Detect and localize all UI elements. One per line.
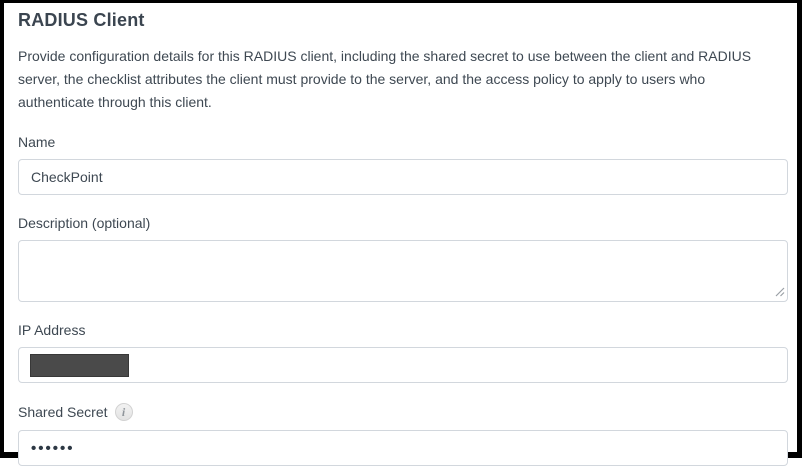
intro-paragraph: Provide configuration details for this R… xyxy=(18,45,788,114)
shared-secret-label: Shared Secret xyxy=(18,404,108,420)
textarea-resize-handle-icon[interactable] xyxy=(774,286,785,297)
name-input[interactable] xyxy=(18,159,788,195)
page-title: RADIUS Client xyxy=(18,10,145,30)
name-label: Name xyxy=(18,134,56,150)
ip-address-input[interactable] xyxy=(18,347,788,383)
ip-address-label: IP Address xyxy=(18,322,86,338)
redacted-ip-value xyxy=(30,353,129,377)
description-label: Description (optional) xyxy=(18,215,151,231)
name-field-row xyxy=(18,159,788,195)
intro-line-2: server, the checklist attributes the cli… xyxy=(18,71,706,87)
shared-secret-field-row xyxy=(18,430,788,466)
ip-address-field-row xyxy=(18,347,788,383)
intro-line-1: Provide configuration details for this R… xyxy=(18,48,752,64)
info-icon[interactable]: i xyxy=(114,403,133,421)
description-field-row xyxy=(18,240,788,302)
shared-secret-input[interactable] xyxy=(18,430,788,466)
radius-client-form: RADIUS Client Provide configuration deta… xyxy=(4,3,797,466)
description-textarea[interactable] xyxy=(18,240,788,302)
shared-secret-label-row: Shared Secret i xyxy=(18,403,788,421)
intro-line-3: authenticate through this client. xyxy=(18,94,212,110)
